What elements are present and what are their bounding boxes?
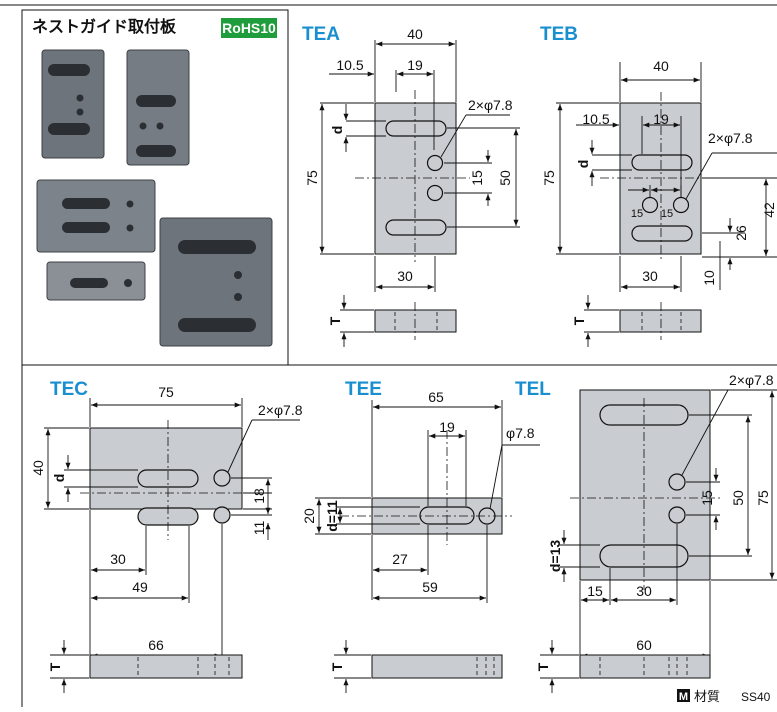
svg-text:d: d xyxy=(575,160,591,169)
svg-text:d: d xyxy=(329,126,345,135)
svg-text:11: 11 xyxy=(251,521,267,536)
tel-hole-lower xyxy=(668,506,686,524)
drawing-title-tee: TEE xyxy=(345,379,382,400)
teb-slot-top xyxy=(631,154,693,171)
svg-text:19: 19 xyxy=(653,111,669,127)
teb-hole-right xyxy=(672,196,690,214)
svg-text:50: 50 xyxy=(730,490,746,506)
svg-text:15: 15 xyxy=(469,170,485,186)
svg-text:30: 30 xyxy=(642,268,658,284)
drawing-tel: TEL 2×φ7.8 15 50 75 d=13 15 30 xyxy=(515,372,777,693)
tee-side-view xyxy=(371,654,503,679)
rohs-badge: RoHS10 xyxy=(221,18,277,38)
drawing-tee: TEE 65 19 φ7.8 20 d=11 27 59 xyxy=(301,379,540,693)
drawing-teb: TEB 40 10.5 19 2×φ7.8 d 75 15 15 xyxy=(540,24,777,347)
svg-text:d=13: d=13 xyxy=(547,540,563,573)
svg-text:φ7.8: φ7.8 xyxy=(506,425,535,441)
svg-text:60: 60 xyxy=(636,637,652,653)
drawing-title-tel: TEL xyxy=(515,379,551,400)
svg-text:26: 26 xyxy=(733,225,749,241)
product-name: ネストガイド取付板 xyxy=(32,17,177,36)
svg-text:RoHS10: RoHS10 xyxy=(222,20,276,36)
svg-text:30: 30 xyxy=(110,551,126,567)
svg-text:T: T xyxy=(47,662,63,671)
svg-text:40: 40 xyxy=(653,58,669,74)
teb-hole-left xyxy=(641,196,659,214)
svg-text:18: 18 xyxy=(251,488,267,504)
plate-photo-5 xyxy=(159,217,273,347)
svg-text:27: 27 xyxy=(392,551,408,567)
tec-hole-lower xyxy=(213,506,231,524)
tec-hole-upper xyxy=(213,469,231,487)
tec-plate-outline xyxy=(89,427,243,510)
product-photo xyxy=(36,49,273,347)
svg-text:75: 75 xyxy=(755,490,771,506)
svg-text:50: 50 xyxy=(497,170,513,186)
svg-text:2×φ7.8: 2×φ7.8 xyxy=(729,372,774,388)
tea-slot-bottom xyxy=(385,219,447,236)
teb-slot-bottom xyxy=(631,225,693,242)
material-label: 材質 xyxy=(694,689,720,704)
svg-text:30: 30 xyxy=(636,583,652,599)
plate-photo-1 xyxy=(41,49,105,159)
svg-text:40: 40 xyxy=(30,460,46,476)
svg-text:59: 59 xyxy=(422,579,438,595)
svg-text:75: 75 xyxy=(304,170,320,186)
svg-text:d: d xyxy=(51,474,67,483)
material-icon xyxy=(677,689,690,702)
svg-text:75: 75 xyxy=(541,170,557,186)
svg-text:15: 15 xyxy=(631,208,643,220)
svg-text:40: 40 xyxy=(407,26,423,42)
svg-text:19: 19 xyxy=(407,57,423,73)
tel-hole-upper xyxy=(668,473,686,491)
material-value: SS40 xyxy=(741,690,771,704)
svg-text:75: 75 xyxy=(158,384,174,400)
svg-text:15: 15 xyxy=(587,583,603,599)
tea-slot-top xyxy=(385,120,447,137)
svg-text:2×φ7.8: 2×φ7.8 xyxy=(468,97,513,113)
teb-side-view xyxy=(619,309,702,333)
plate-photo-4 xyxy=(46,261,146,301)
svg-text:M: M xyxy=(679,691,688,703)
svg-text:10.5: 10.5 xyxy=(336,57,363,73)
svg-text:66: 66 xyxy=(148,637,164,653)
svg-text:30: 30 xyxy=(397,268,413,284)
svg-text:T: T xyxy=(329,662,345,671)
drawing-tec: TEC 75 2×φ7.8 d 40 18 11 30 xyxy=(30,379,303,693)
drawing-title-tec: TEC xyxy=(50,379,88,400)
svg-text:d=11: d=11 xyxy=(324,500,340,532)
tea-hole-lower xyxy=(426,184,444,202)
svg-text:T: T xyxy=(571,316,587,325)
svg-text:2×φ7.8: 2×φ7.8 xyxy=(258,402,303,418)
plate-photo-2 xyxy=(126,49,190,166)
svg-text:2×φ7.8: 2×φ7.8 xyxy=(708,130,753,146)
drawing-tea: TEA 40 10.5 19 2×φ7.8 d 75 15 xyxy=(302,24,520,347)
svg-text:19: 19 xyxy=(439,419,455,435)
svg-text:T: T xyxy=(327,316,343,325)
svg-text:10.5: 10.5 xyxy=(582,111,609,127)
svg-text:42: 42 xyxy=(761,202,777,218)
svg-text:49: 49 xyxy=(132,579,148,595)
tea-side-view xyxy=(374,309,457,333)
plate-photo-3 xyxy=(36,179,156,253)
svg-text:15: 15 xyxy=(699,490,715,506)
drawing-title-tea: TEA xyxy=(302,24,340,45)
svg-text:20: 20 xyxy=(301,508,317,524)
material-footer: M 材質 SS40 xyxy=(677,689,771,704)
tea-hole-upper xyxy=(426,154,444,172)
svg-text:T: T xyxy=(535,662,551,671)
tec-side-view xyxy=(89,654,243,679)
svg-text:65: 65 xyxy=(428,389,444,405)
tel-side-view xyxy=(579,654,711,679)
drawing-title-teb: TEB xyxy=(540,24,578,45)
svg-text:15: 15 xyxy=(661,208,673,220)
svg-text:10: 10 xyxy=(701,270,717,286)
